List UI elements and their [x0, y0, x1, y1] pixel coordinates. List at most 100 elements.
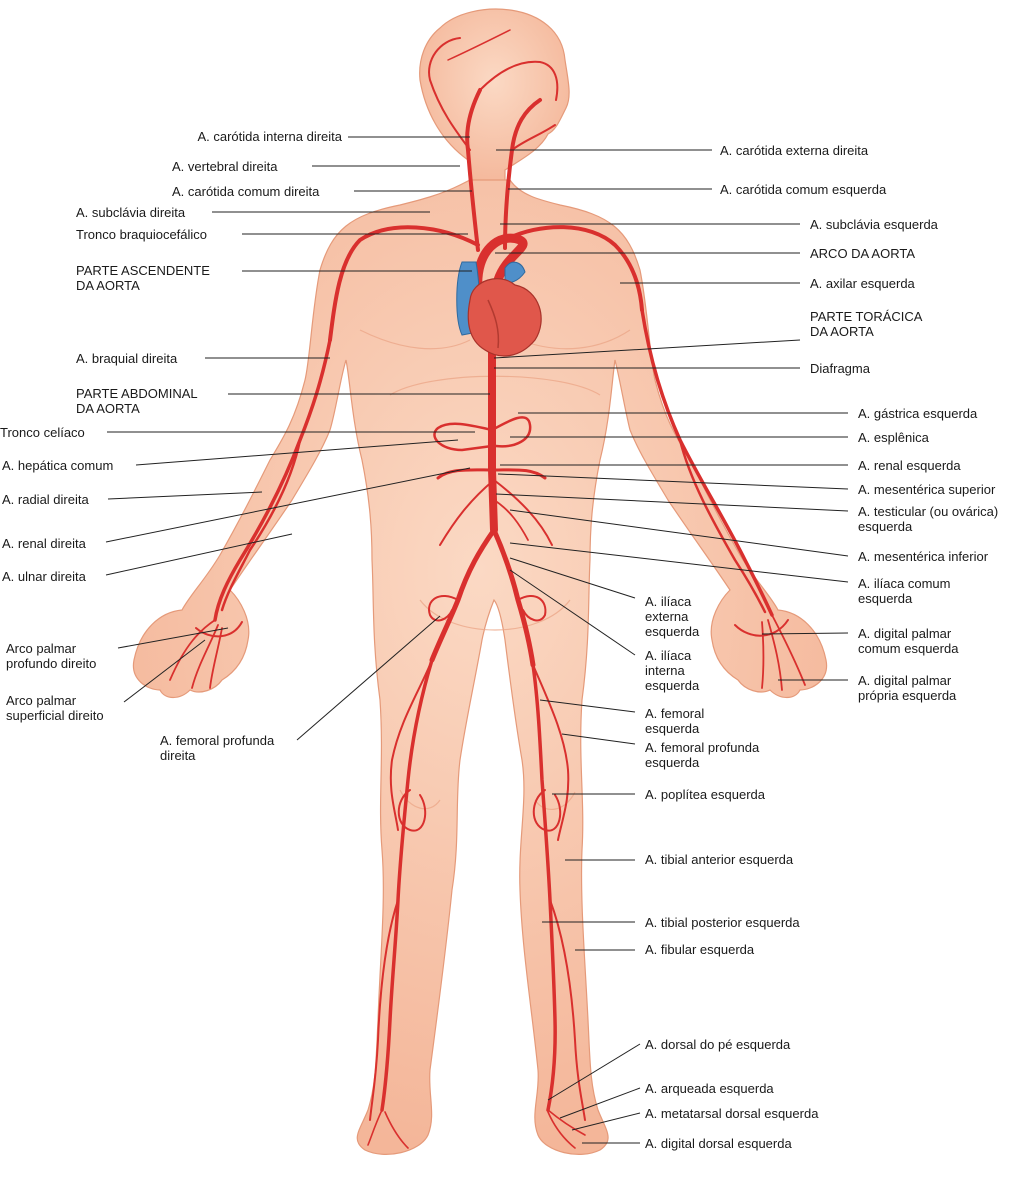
label-text: Diafragma — [810, 361, 870, 376]
label-arqueada-esquerda: A. arqueada esquerda — [645, 1081, 774, 1096]
body-silhouette — [132, 8, 828, 1155]
label-line: PARTE ABDOMINAL — [76, 386, 198, 401]
heart — [456, 261, 542, 357]
label-text: A. braquial direita — [76, 351, 178, 366]
label-line: A. femoral profunda — [160, 733, 275, 748]
label-text: Tronco braquiocefálico — [76, 227, 208, 242]
label-text: A. vertebral direita — [172, 159, 278, 174]
label-line: esquerda — [645, 755, 700, 770]
label-text: A. renal esquerda — [858, 458, 961, 473]
right-brachial — [213, 338, 332, 622]
label-line: A. digital palmar — [858, 626, 952, 641]
label-text: A. carótida comum direita — [172, 184, 320, 199]
label-vertebral-direita: A. vertebral direita — [172, 159, 278, 174]
label-line: superficial direito — [6, 708, 104, 723]
label-dorsal-pe-esquerda: A. dorsal do pé esquerda — [645, 1037, 790, 1052]
label-line: DA AORTA — [76, 278, 140, 293]
label-text: A. gástrica esquerda — [858, 406, 978, 421]
label-line: esquerda — [858, 591, 913, 606]
label-text: A. subclávia direita — [76, 205, 186, 220]
label-line: esquerda — [645, 624, 700, 639]
label-text: A. tibial posterior esquerda — [645, 915, 800, 930]
label-text: A. radial direita — [2, 492, 89, 507]
label-line: esquerda — [645, 721, 700, 736]
body-shading — [359, 329, 631, 810]
label-text: A. tibial anterior esquerda — [645, 852, 794, 867]
label-line: externa — [645, 609, 689, 624]
label-line: esquerda — [645, 678, 700, 693]
head — [419, 8, 570, 191]
label-line: interna — [645, 663, 685, 678]
label-carotida-comum-esquerda: A. carótida comum esquerda — [720, 182, 886, 197]
label-line: A. ilíaca comum — [858, 576, 951, 591]
label-text: ARCO DA AORTA — [810, 246, 915, 261]
label-text: A. digital dorsal esquerda — [645, 1136, 792, 1151]
label-poplitea-esquerda: A. poplítea esquerda — [645, 787, 765, 802]
label-text: A. carótida externa direita — [720, 143, 869, 158]
leader-lines — [105, 136, 849, 1144]
label-esplenica: A. esplênica — [858, 430, 929, 445]
label-carotida-comum-direita: A. carótida comum direita — [172, 184, 319, 199]
label-text: A. hepática comum — [2, 458, 114, 473]
label-subclavia-esquerda: A. subclávia esquerda — [810, 217, 938, 232]
label-subclavia-direita: A. subclávia direita — [76, 205, 185, 220]
label-text: A. mesentérica inferior — [858, 549, 989, 564]
label-text: A. metatarsal dorsal esquerda — [645, 1106, 819, 1121]
label-fibular-esquerda: A. fibular esquerda — [645, 942, 754, 957]
label-line: A. femoral profunda — [645, 740, 760, 755]
label-line: Arco palmar — [6, 641, 77, 656]
label-text: Tronco celíaco — [0, 425, 85, 440]
label-line: profundo direito — [6, 656, 97, 671]
label-tibial-anterior-esquerda: A. tibial anterior esquerda — [645, 852, 793, 867]
label-line: A. femoral — [645, 706, 705, 721]
left-subclavian — [503, 225, 644, 312]
right-radial — [220, 438, 302, 612]
label-line: própria esquerda — [858, 688, 957, 703]
label-metatarsal-dorsal-esquerda: A. metatarsal dorsal esquerda — [645, 1106, 818, 1121]
label-line: PARTE TORÁCICA — [810, 309, 923, 324]
label-axilar-esquerda: A. axilar esquerda — [810, 276, 915, 291]
label-line: Arco palmar — [6, 693, 77, 708]
right-carotid — [465, 88, 482, 252]
label-text: A. renal direita — [2, 536, 86, 551]
label-mesenterica-superior: A. mesentérica superior — [858, 482, 995, 497]
label-mesenterica-inferior: A. mesentérica inferior — [858, 549, 988, 564]
label-line: A. ilíaca — [645, 648, 692, 663]
label-text: A. ulnar direita — [2, 569, 86, 584]
label-braquial-direita: A. braquial direita — [76, 351, 177, 366]
label-tronco-braquiocefalico: Tronco braquiocefálico — [76, 227, 207, 242]
label-text: A. dorsal do pé esquerda — [645, 1037, 791, 1052]
label-line: A. digital palmar — [858, 673, 952, 688]
label-arco-aorta: ARCO DA AORTA — [810, 246, 915, 261]
label-text: A. arqueada esquerda — [645, 1081, 774, 1096]
label-text: A. subclávia esquerda — [810, 217, 938, 232]
label-line: A. testicular (ou ovárica) — [858, 504, 999, 519]
label-text: A. mesentérica superior — [858, 482, 996, 497]
label-ulnar-direita: A. ulnar direita — [2, 569, 86, 584]
aortic-arch — [473, 233, 528, 295]
label-line: esquerda — [858, 519, 913, 534]
label-gastrica-esquerda: A. gástrica esquerda — [858, 406, 977, 421]
label-diafragma: Diafragma — [810, 361, 870, 376]
label-line: direita — [160, 748, 196, 763]
label-text: A. fibular esquerda — [645, 942, 755, 957]
label-hepatica-comum: A. hepática comum — [2, 458, 113, 473]
label-line: DA AORTA — [76, 401, 140, 416]
label-tronco-celiaco: Tronco celíaco — [0, 425, 85, 440]
label-renal-direita: A. renal direita — [2, 536, 86, 551]
label-digital-dorsal-esquerda: A. digital dorsal esquerda — [645, 1136, 792, 1151]
label-text: A. carótida comum esquerda — [720, 182, 887, 197]
right-subclavian — [328, 225, 480, 342]
label-line: A. ilíaca — [645, 594, 692, 609]
label-carotida-interna-direita: A. carótida interna direita — [197, 129, 342, 144]
